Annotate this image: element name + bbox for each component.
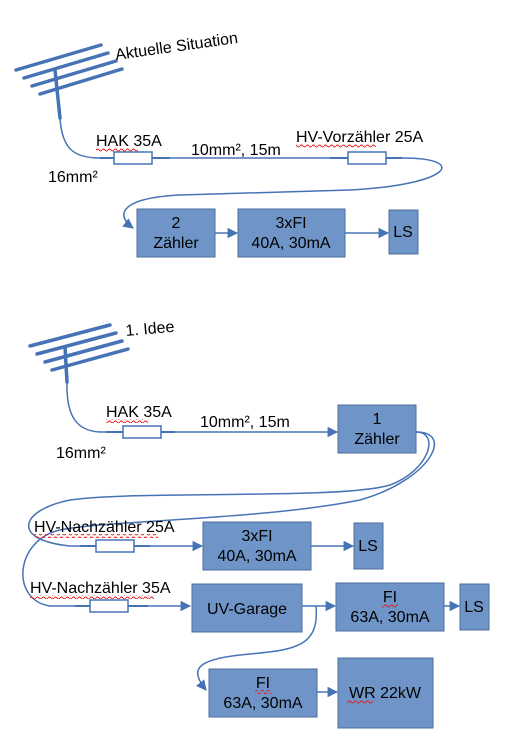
svg-text:FI: FI — [383, 589, 397, 606]
hak-fuse-icon — [100, 151, 170, 165]
svg-text:1: 1 — [373, 411, 382, 428]
box-zaehler-1: 1 Zähler — [337, 404, 417, 454]
vorzaehler-label: HV-Vorzähler 25A — [296, 129, 424, 146]
svg-text:Zähler: Zähler — [354, 431, 400, 448]
section-title-idea: 1. Idee — [125, 319, 175, 340]
box-3xfi-25a: 3xFI 40A, 30mA — [202, 521, 312, 571]
feed-line — [59, 117, 113, 159]
box-zaehler-2: 2 Zähler — [136, 208, 216, 258]
loop-connector — [22, 431, 436, 607]
svg-text:40A, 30mA: 40A, 30mA — [217, 548, 296, 565]
svg-text:2: 2 — [172, 215, 181, 232]
loop-connector — [195, 605, 318, 691]
svg-text:3xFI: 3xFI — [241, 528, 272, 545]
spell-underline — [347, 700, 373, 704]
loop-connector — [28, 431, 430, 547]
feed-label: 16mm² — [48, 169, 98, 186]
nachzaehler-25a-fuse-icon — [80, 539, 150, 553]
antenna-icon — [28, 323, 130, 384]
spell-underline — [96, 148, 138, 152]
spell-underline — [34, 534, 158, 538]
nachzaehler-35a-label: HV-Nachzähler 35A — [30, 580, 171, 597]
svg-text:63A, 30mA: 63A, 30mA — [350, 609, 429, 626]
hak-label: HAK 35A — [96, 133, 162, 150]
spell-underline — [30, 595, 154, 599]
cable-label: 10mm², 15m — [200, 414, 290, 431]
box-3xfi: 3xFI 40A, 30mA — [237, 208, 346, 258]
feed-label: 16mm² — [56, 445, 106, 462]
antenna-icon — [14, 43, 124, 120]
svg-text:Zähler: Zähler — [153, 235, 199, 252]
svg-text:LS: LS — [393, 224, 413, 241]
nachzaehler-25a-label: HV-Nachzähler 25A — [34, 519, 175, 536]
svg-text:FI: FI — [256, 675, 270, 692]
svg-text:63A, 30mA: 63A, 30mA — [223, 695, 302, 712]
box-ls: LS — [388, 209, 419, 255]
box-ls-63a: LS — [459, 583, 490, 631]
spell-underline — [255, 690, 271, 694]
spell-underline — [106, 419, 148, 423]
box-wr-22kw: WR 22kW — [337, 657, 434, 729]
svg-text:3xFI: 3xFI — [275, 215, 306, 232]
loop-connector — [122, 157, 443, 229]
feed-line — [66, 381, 123, 433]
nachzaehler-35a-fuse-icon — [75, 599, 148, 613]
svg-text:40A, 30mA: 40A, 30mA — [251, 235, 330, 252]
svg-text:LS: LS — [464, 599, 484, 616]
spell-underline — [382, 604, 398, 608]
svg-text:UV-Garage: UV-Garage — [207, 601, 287, 618]
section-title-current: Aktuelle Situation — [114, 30, 239, 64]
hak-label: HAK 35A — [106, 404, 172, 421]
vorzaehler-fuse-icon — [330, 151, 402, 165]
svg-text:WR 22kW: WR 22kW — [349, 685, 422, 702]
spell-underline — [296, 144, 376, 148]
box-ls-25a: LS — [353, 522, 384, 570]
cable-label: 10mm², 15m — [191, 142, 281, 159]
svg-text:LS: LS — [358, 538, 378, 555]
box-uv-garage: UV-Garage — [191, 583, 303, 633]
